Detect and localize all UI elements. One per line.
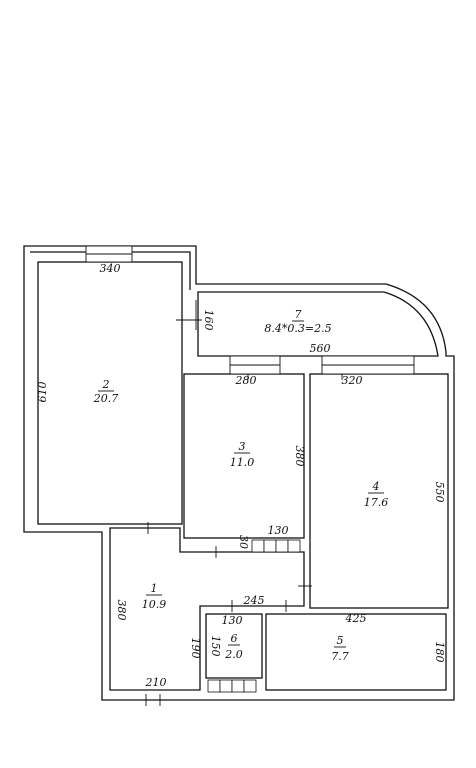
dimension-190: 190 — [189, 638, 202, 659]
windows-balcony-wall — [229, 355, 415, 375]
room-6 — [205, 613, 263, 679]
dimension-610: 610 — [36, 382, 49, 403]
room-area-1: 10.9 — [142, 598, 167, 611]
dimension-425: 425 — [345, 612, 367, 625]
room-label-4: 4 17.6 — [364, 480, 389, 509]
sink-fixtures-top — [251, 539, 301, 553]
room-label-1: 1 10.9 — [142, 582, 167, 611]
dimension-550: 550 — [433, 482, 446, 503]
room-label-3: 3 11.0 — [230, 440, 255, 469]
dimension-340: 340 — [100, 262, 121, 275]
room-number-6: 6 — [231, 632, 238, 645]
room-area-6: 2.0 — [224, 648, 243, 661]
entrance-door — [145, 694, 161, 706]
room-number-7: 7 — [295, 308, 302, 321]
room-number-2: 2 — [102, 378, 110, 391]
room-label-5: 5 7.7 — [331, 634, 349, 663]
room-area-4: 17.6 — [364, 496, 389, 509]
room-5 — [265, 613, 447, 691]
dimension-380-room-3: 380 — [293, 446, 306, 467]
dimension-160: 160 — [202, 310, 215, 331]
dimension-30: 30 — [237, 535, 250, 549]
room-label-2: 2 20.7 — [93, 378, 119, 405]
room-1 — [109, 522, 312, 691]
dimension-130-top: 130 — [268, 524, 289, 537]
dimension-180: 180 — [433, 642, 446, 663]
dimension-280: 280 — [235, 374, 257, 387]
room-2 — [37, 261, 202, 525]
room-number-4: 4 — [372, 480, 380, 493]
room-number-1: 1 — [151, 582, 158, 595]
sink-fixtures-bottom — [207, 679, 257, 693]
room-label-7: 7 8.4*0.3=2.5 — [264, 308, 331, 335]
room-area-3: 11.0 — [230, 456, 255, 469]
dimension-380-room-1: 380 — [115, 600, 128, 621]
dimension-130-room-6: 130 — [222, 614, 243, 627]
room-area-7: 8.4*0.3=2.5 — [264, 322, 331, 335]
dimension-320: 320 — [342, 374, 363, 387]
room-number-5: 5 — [337, 634, 344, 647]
room-label-6: 6 2.0 — [224, 632, 243, 661]
window-top-room-2 — [85, 245, 133, 263]
room-area-5: 7.7 — [331, 650, 349, 663]
outer-walls — [23, 245, 455, 701]
room-number-3: 3 — [239, 440, 246, 453]
dimension-245: 245 — [243, 594, 265, 607]
dimension-560: 560 — [310, 342, 331, 355]
balcony-room-7 — [197, 291, 439, 357]
dimension-150: 150 — [209, 636, 222, 657]
dimension-210: 210 — [145, 676, 167, 689]
room-area-2: 20.7 — [93, 392, 119, 405]
